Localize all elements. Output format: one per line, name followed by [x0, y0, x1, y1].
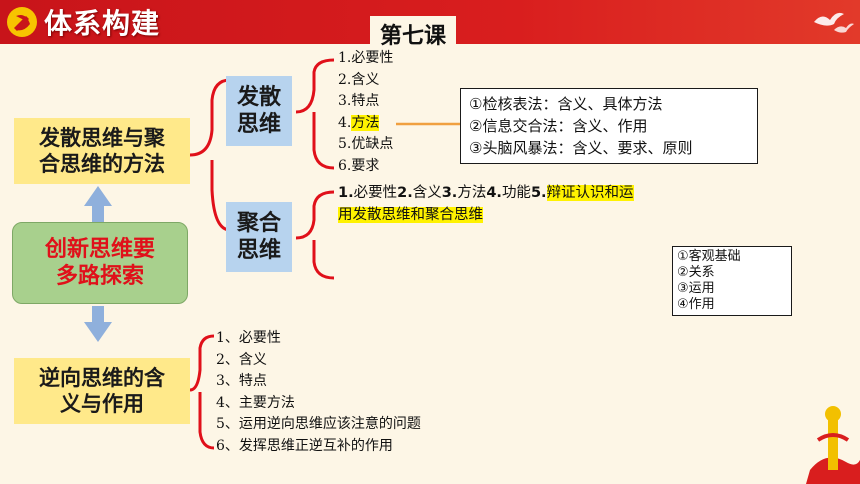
- list-item: 1.必要性: [338, 50, 394, 66]
- flag-ornament-icon: [806, 406, 860, 484]
- convergent-box: 聚合思维: [226, 202, 292, 272]
- methods-box: ①检核表法：含义、具体方法 ②信息交合法：含义、作用 ③头脑风暴法：含义、要求、…: [460, 88, 758, 164]
- list-item: 5.优缺点: [338, 136, 394, 152]
- convergent-points: 1.必要性2.含义3.方法4.功能5.辩证认识和运 用发散思维和聚合思维: [338, 185, 634, 223]
- list-item: 3、特点: [216, 373, 267, 389]
- list-item: 4.方法: [338, 114, 380, 131]
- method-item: ②信息交合法：含义、作用: [469, 117, 648, 135]
- bracket-reverse: [189, 334, 215, 450]
- dialectic-sub-box: ①客观基础 ②关系 ③运用 ④作用: [672, 246, 792, 316]
- sub-item: ④作用: [677, 297, 715, 312]
- list-item: 3.特点: [338, 93, 380, 109]
- sub-item: ③运用: [677, 281, 715, 296]
- list-item: 2.含义: [338, 71, 380, 88]
- arrow-up-icon: [84, 186, 112, 222]
- highlight-dialectic-b: 用发散思维和聚合思维: [338, 207, 483, 223]
- bracket-convergent: [295, 190, 335, 280]
- list-item: 4、主要方法: [216, 394, 295, 411]
- bracket-method: [189, 78, 231, 232]
- arrow-down-icon: [84, 306, 112, 342]
- divergent-list: 1.必要性 2.含义 3.特点 4.方法 5.优缺点 6.要求: [338, 48, 393, 177]
- party-emblem-icon: [7, 7, 37, 37]
- bracket-divergent: [295, 58, 335, 170]
- divergent-box: 发散思维: [226, 76, 292, 146]
- method-item: ①检核表法：含义、具体方法: [469, 95, 663, 113]
- sub-item: ②关系: [677, 265, 715, 280]
- center-node: 创新思维要多路探索: [12, 222, 188, 304]
- list-item: 5、运用逆向思维应该注意的问题: [216, 416, 421, 432]
- list-item: 6.要求: [338, 157, 380, 174]
- method-box: 发散思维与聚合思维的方法: [14, 118, 190, 184]
- highlight-dialectic-a: 辩证认识和运: [546, 185, 634, 201]
- method-item: ③头脑风暴法：含义、要求、原则: [469, 139, 693, 157]
- reverse-list: 1、必要性 2、含义 3、特点 4、主要方法 5、运用逆向思维应该注意的问题 6…: [216, 328, 421, 457]
- page-title: 体系构建: [44, 7, 161, 40]
- sub-item: ①客观基础: [677, 249, 741, 264]
- doves-icon: [814, 12, 854, 33]
- list-item: 6、发挥思维正逆互补的作用: [216, 437, 393, 454]
- highlight-method: 方法: [351, 114, 380, 131]
- list-item: 1、必要性: [216, 330, 281, 346]
- list-item: 2、含义: [216, 351, 267, 368]
- lesson-label: 第七课: [370, 16, 457, 52]
- reverse-box: 逆向思维的含义与作用: [14, 358, 190, 424]
